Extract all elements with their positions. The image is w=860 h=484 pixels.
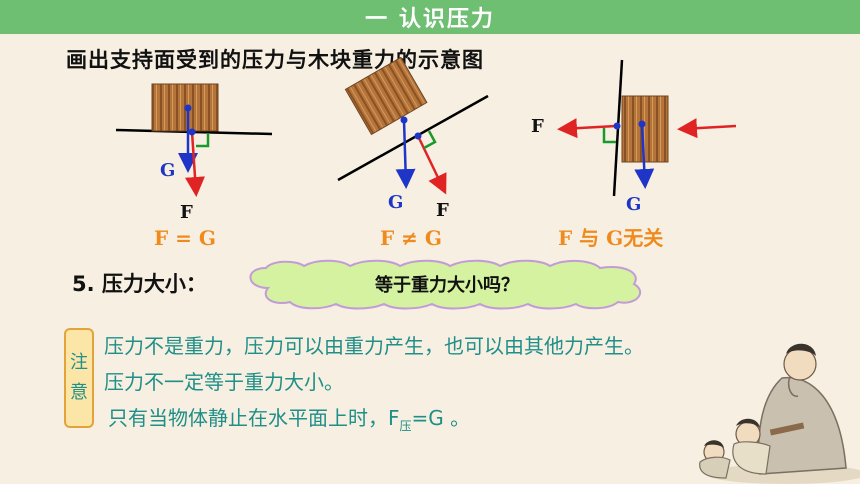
pressure-label: F	[436, 200, 449, 221]
note-line-3: 只有当物体静止在水平面上时，F压=G 。	[108, 402, 470, 434]
pressure-label: F	[531, 116, 544, 137]
relation-text: F 与 G无关	[558, 226, 664, 250]
contact-point	[188, 128, 196, 136]
note-tag-bottom: 意	[70, 382, 88, 403]
note-tag: 注 意	[64, 328, 94, 428]
instruction-text: 画出支持面受到的压力与木块重力的示意图	[66, 48, 484, 72]
note-tag-top: 注	[70, 352, 88, 373]
right-angle-mark	[423, 130, 437, 150]
bubble-text: 等于重力大小吗？	[375, 275, 519, 296]
note-line-1: 压力不是重力，压力可以由重力产生，也可以由其他力产生。	[104, 334, 644, 358]
note-line-3-text: 只有当物体静止在水平面上时，F	[108, 406, 400, 430]
wood-block	[344, 56, 428, 136]
contact-point	[613, 122, 621, 130]
center-of-gravity	[184, 104, 192, 112]
pressure-subscript: 压	[399, 419, 412, 433]
pressure-label: F	[180, 202, 193, 223]
push-force-arrow	[677, 118, 737, 139]
thought-bubble	[249, 259, 641, 310]
question-label: 5. 压力大小：	[72, 272, 207, 296]
section-title: 一 认识压力	[365, 7, 495, 32]
inclined-surface	[337, 94, 489, 182]
scholar-illustration	[699, 343, 860, 484]
note-line-2: 压力不一定等于重力大小。	[104, 370, 344, 394]
gravity-label: G	[160, 160, 176, 181]
diagram-wall	[557, 59, 737, 197]
relation-text: F ≠ G	[380, 226, 442, 250]
pressure-arrow	[185, 131, 205, 197]
right-angle-mark	[196, 133, 210, 148]
pressure-arrow	[557, 118, 617, 139]
gravity-label: G	[388, 192, 404, 213]
contact-point	[414, 132, 422, 140]
pressure-arrow	[416, 135, 447, 195]
diagram-horizontal	[115, 83, 273, 197]
note-line-3-tail: =G 。	[411, 406, 471, 430]
center-of-gravity	[400, 116, 408, 124]
diagram-incline	[337, 56, 489, 195]
right-angle-mark	[602, 128, 616, 144]
center-of-gravity	[638, 120, 646, 128]
gravity-arrow	[395, 119, 416, 189]
section-header: 一 认识压力	[0, 0, 860, 34]
gravity-arrow	[634, 123, 655, 189]
wood-block	[621, 95, 669, 163]
relation-text: F = G	[154, 226, 216, 250]
gravity-label: G	[626, 194, 642, 215]
